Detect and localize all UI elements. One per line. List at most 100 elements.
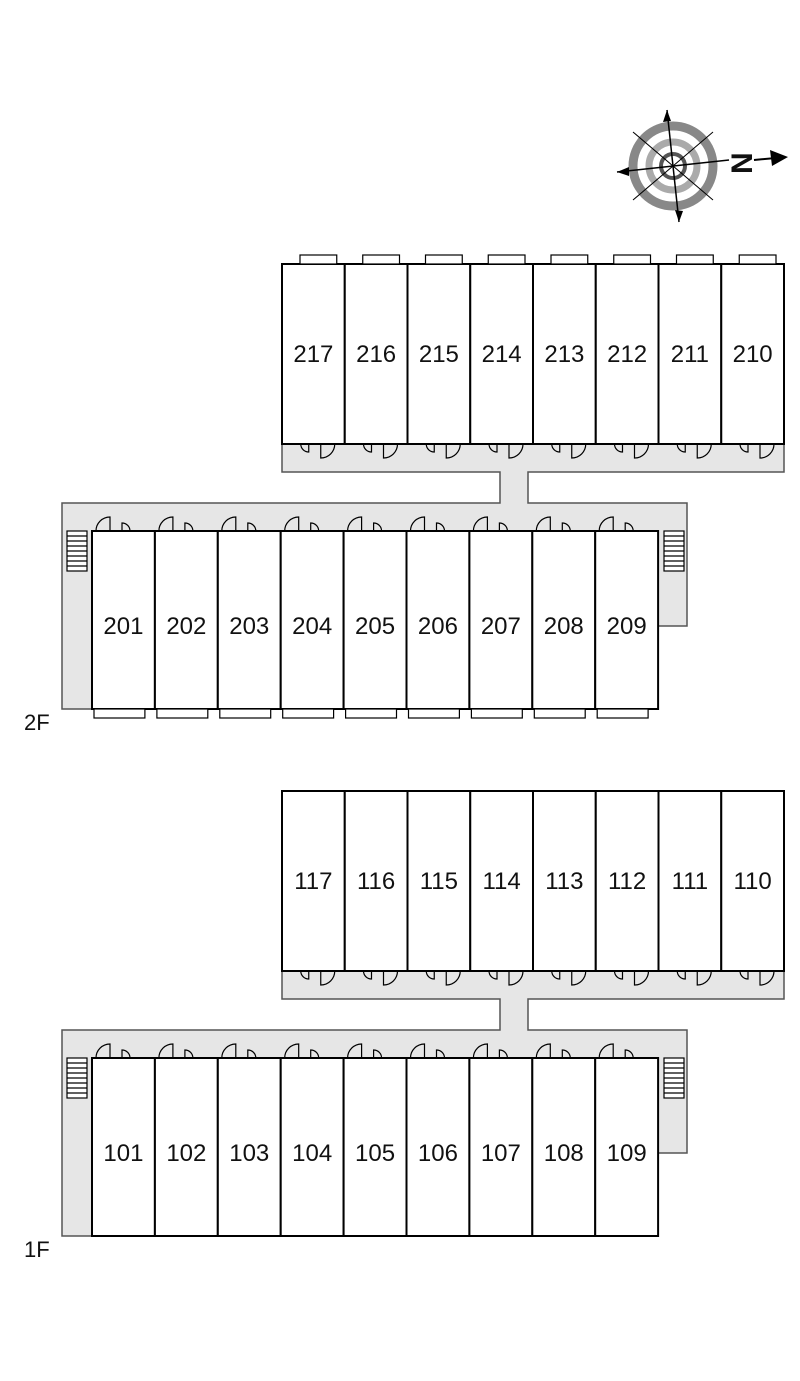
unit-outline: [342, 1057, 408, 1237]
door-icon: [598, 1043, 614, 1059]
stairs-icon: [663, 530, 685, 572]
door-icon: [435, 522, 446, 532]
unit-102[interactable]: 102: [153, 1043, 219, 1237]
unit-212[interactable]: 212: [594, 254, 660, 459]
unit-214[interactable]: 214: [469, 254, 534, 459]
door-icon: [320, 443, 336, 459]
balcony: [675, 254, 714, 265]
balcony: [613, 254, 652, 265]
compass-north-label: N: [726, 152, 759, 174]
unit-number-label: 104: [292, 1140, 332, 1167]
unit-210[interactable]: 210: [720, 254, 785, 459]
unit-101[interactable]: 101: [91, 1043, 156, 1237]
door-icon: [624, 1049, 634, 1059]
unit-outline: [342, 530, 408, 710]
door-icon: [435, 1049, 446, 1059]
unit-106[interactable]: 106: [405, 1043, 471, 1237]
door-icon: [508, 970, 524, 986]
unit-104[interactable]: 104: [279, 1043, 345, 1237]
unit-110[interactable]: 110: [720, 790, 785, 986]
door-icon: [382, 443, 399, 459]
unit-114[interactable]: 114: [469, 790, 534, 986]
unit-outline: [532, 263, 597, 445]
balcony: [550, 254, 589, 265]
unit-number-label: 204: [292, 613, 332, 640]
door-icon: [488, 443, 498, 453]
balcony: [282, 708, 335, 719]
unit-number-label: 117: [294, 868, 332, 895]
door-icon: [158, 1043, 174, 1059]
door-icon: [310, 1049, 320, 1059]
unit-205[interactable]: 205: [342, 516, 408, 719]
door-icon: [676, 970, 686, 980]
unit-202[interactable]: 202: [153, 516, 219, 719]
unit-111[interactable]: 111: [657, 790, 723, 986]
unit-209[interactable]: 209: [594, 516, 660, 719]
stairs-icon: [66, 530, 88, 572]
door-icon: [445, 443, 461, 459]
door-icon: [247, 1049, 257, 1059]
unit-201[interactable]: 201: [91, 516, 156, 719]
unit-207[interactable]: 207: [468, 516, 534, 719]
unit-outline: [406, 790, 472, 972]
unit-208[interactable]: 208: [531, 516, 597, 719]
unit-215[interactable]: 215: [406, 254, 472, 459]
unit-outline: [343, 790, 409, 972]
unit-number-label: 103: [229, 1140, 269, 1167]
unit-113[interactable]: 113: [532, 790, 597, 986]
unit-204[interactable]: 204: [279, 516, 345, 719]
unit-108[interactable]: 108: [531, 1043, 597, 1237]
unit-outline: [594, 790, 660, 972]
unit-outline: [594, 1057, 660, 1237]
door-icon: [598, 516, 614, 532]
unit-outline: [720, 263, 785, 445]
unit-outline: [343, 263, 409, 445]
door-icon: [571, 970, 587, 986]
door-icon: [382, 970, 399, 986]
door-icon: [571, 443, 587, 459]
compass-rose-icon: N: [616, 109, 788, 223]
door-icon: [488, 970, 498, 980]
unit-outline: [720, 790, 785, 972]
unit-outline: [153, 530, 219, 710]
unit-112[interactable]: 112: [594, 790, 660, 986]
unit-115[interactable]: 115: [406, 790, 472, 986]
unit-206[interactable]: 206: [405, 516, 471, 719]
door-icon: [759, 970, 775, 986]
door-icon: [535, 516, 551, 532]
unit-number-label: 205: [355, 613, 395, 640]
unit-outline: [216, 530, 282, 710]
floor-label: 1F: [24, 1237, 50, 1262]
unit-103[interactable]: 103: [216, 1043, 282, 1237]
door-icon: [320, 970, 336, 986]
unit-105[interactable]: 105: [342, 1043, 408, 1237]
unit-213[interactable]: 213: [532, 254, 597, 459]
unit-outline: [216, 1057, 282, 1237]
unit-number-label: 213: [544, 341, 584, 368]
balcony: [424, 254, 463, 265]
door-icon: [551, 970, 561, 980]
unit-109[interactable]: 109: [594, 1043, 660, 1237]
unit-211[interactable]: 211: [657, 254, 723, 459]
unit-117[interactable]: 117: [281, 790, 346, 986]
unit-203[interactable]: 203: [216, 516, 282, 719]
door-icon: [624, 522, 634, 532]
door-icon: [535, 1043, 551, 1059]
door-icon: [121, 1049, 131, 1059]
door-icon: [362, 970, 373, 980]
unit-outline: [469, 790, 534, 972]
unit-number-label: 215: [419, 341, 459, 368]
unit-107[interactable]: 107: [468, 1043, 534, 1237]
door-icon: [300, 443, 310, 453]
door-icon: [409, 1043, 426, 1059]
unit-116[interactable]: 116: [343, 790, 409, 986]
door-icon: [759, 443, 775, 459]
door-icon: [373, 522, 383, 532]
unit-216[interactable]: 216: [343, 254, 409, 459]
unit-217[interactable]: 217: [281, 254, 346, 459]
unit-number-label: 210: [733, 341, 773, 368]
door-icon: [472, 516, 488, 532]
door-icon: [310, 522, 320, 532]
door-icon: [362, 443, 373, 453]
